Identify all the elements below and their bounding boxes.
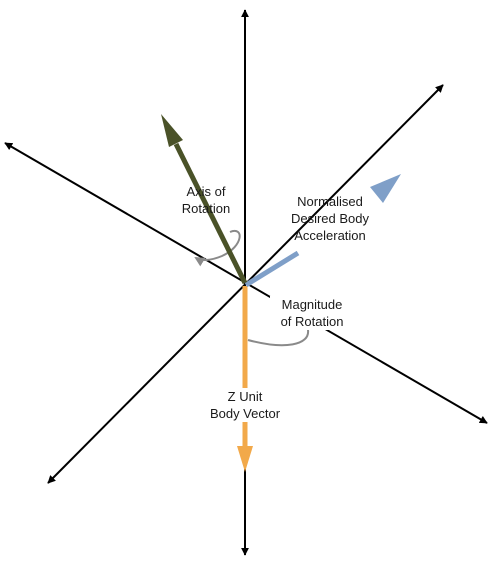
magnitude-of-rotation-label: Magnitude of Rotation — [270, 296, 354, 330]
axis-of-rotation-label: Axis of Rotation — [170, 183, 242, 217]
rotation-arc-icon — [194, 229, 241, 267]
z-unit-arrowhead-icon — [237, 446, 253, 472]
z-unit-label-line-2: Body Vector — [209, 406, 281, 421]
desired-acceleration-label-line-2: Desired Body — [290, 211, 370, 226]
z-unit-body-vector-label: Z Unit Body Vector — [200, 388, 290, 422]
desired-acceleration-label-line-1: Normalised — [297, 194, 363, 209]
desired-acceleration-label-line-3: Acceleration — [294, 228, 366, 243]
desired-acceleration-vector — [244, 174, 401, 288]
desired-acceleration-arrowhead-icon — [370, 174, 401, 203]
magnitude-of-rotation-label-line-1: Magnitude — [281, 297, 343, 312]
axis-of-rotation-label-line-1: Axis of — [186, 184, 226, 199]
z-unit-label-line-1: Z Unit — [227, 389, 263, 404]
axis-of-rotation-label-line-2: Rotation — [181, 201, 231, 216]
axis-of-rotation-vector — [161, 114, 248, 285]
desired-acceleration-label: Normalised Desired Body Acceleration — [283, 193, 377, 244]
axis-of-rotation-arrowhead-icon — [161, 114, 183, 147]
z-unit-body-vector — [237, 286, 253, 472]
magnitude-of-rotation-label-line-2: of Rotation — [280, 314, 344, 329]
